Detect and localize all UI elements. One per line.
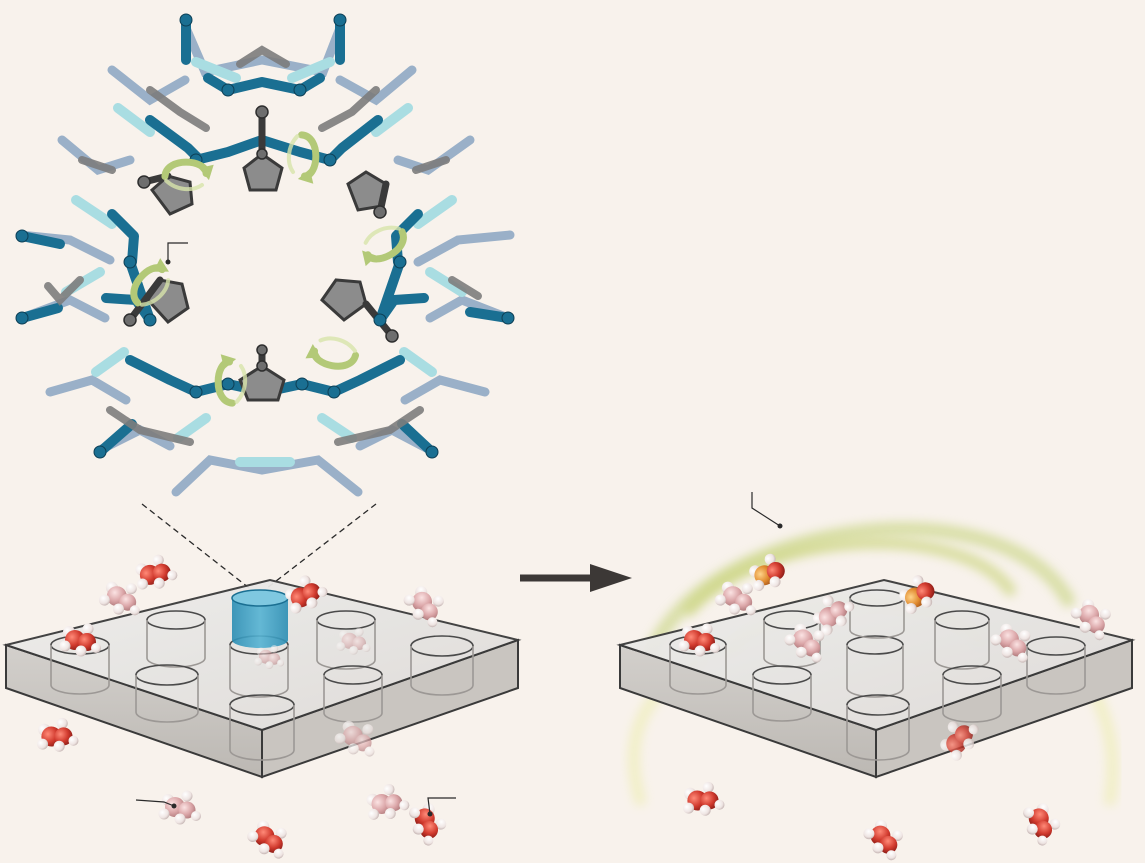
left-membrane [2,578,522,779]
framework-atoms [15,13,515,459]
ethanol-molecule-icon [242,814,296,863]
ethanol-molecule-icon [360,779,412,827]
field-callout [751,492,783,529]
right-arrow-icon [520,564,632,592]
highlighted-pore [231,589,289,648]
pore-callout [165,242,188,265]
outer-imidazole-fragments [44,45,482,446]
framework-light-bonds [61,57,467,467]
imidazole-atoms [123,105,399,372]
ethanol-molecule-icon [679,779,726,820]
ethanol-molecule-icon [402,796,453,850]
zif-framework-structure [15,13,515,497]
imidazole-rings [146,152,388,402]
ethanol-molecule-icon [857,813,911,863]
ethanol-molecule-icon [33,715,80,756]
rotation-arrow-icon [285,133,322,183]
ethanol-molecule-icon [158,790,201,825]
molecule-callouts [135,797,456,817]
membrane-pores [50,610,474,761]
framework-outer-ring [15,23,515,497]
ethanol-molecule-icon [129,550,180,596]
right-membrane [616,578,1136,779]
ethanol-molecule-icon [1016,796,1067,850]
zoom-guide-lines [141,503,377,596]
framework-dark-bonds [17,15,513,457]
membrane-pores [669,589,1086,761]
rotation-arrow-icon [305,331,358,374]
membrane-top [616,578,1136,732]
